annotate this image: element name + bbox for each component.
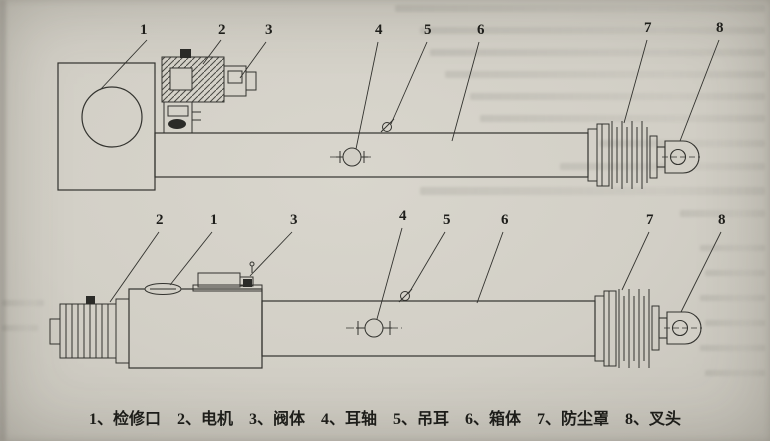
callout-top-5: 5 <box>424 22 432 38</box>
caption-item-6: 6、箱体 <box>465 411 522 428</box>
valve-body-top <box>223 65 257 97</box>
fork-head-bottom <box>658 311 702 345</box>
callout-top-3: 3 <box>265 22 273 38</box>
trunnion-bottom <box>346 318 402 338</box>
gland-nut-bottom <box>594 290 617 367</box>
callout-top-2: 2 <box>218 22 226 38</box>
callout-bottom-6: 6 <box>501 212 509 228</box>
motor-top <box>161 49 225 103</box>
callout-bottom-4: 4 <box>399 208 407 224</box>
caption-item-1: 1、检修口 <box>88 411 161 428</box>
callout-bottom-7: 7 <box>646 212 654 228</box>
cylinder-tube-top <box>154 132 589 178</box>
dust-cover-bellows-bottom <box>615 289 660 368</box>
caption-item-5: 5、吊耳 <box>393 411 450 428</box>
cylinder-tube-bottom <box>261 300 596 357</box>
callout-bottom-2: 2 <box>156 212 164 228</box>
callout-bottom-5: 5 <box>443 212 451 228</box>
trunnion-top <box>330 147 374 167</box>
inspection-port-top <box>81 86 143 148</box>
caption-item-8: 8、叉头 <box>625 411 682 428</box>
callout-bottom-8: 8 <box>718 212 726 228</box>
top-view <box>57 39 720 191</box>
figure-caption: 1、检修口 2、电机 3、阀体 4、耳轴 5、吊耳 6、箱体 7、防尘罩 8、叉头 <box>0 405 770 429</box>
caption-item-4: 4、耳轴 <box>320 411 377 428</box>
dust-cover-bellows-top <box>608 121 658 189</box>
callout-top-6: 6 <box>477 22 485 38</box>
valve-body-bottom <box>192 261 263 292</box>
callout-top-1: 1 <box>140 22 148 38</box>
caption-item-7: 7、防尘罩 <box>537 411 610 428</box>
connector-block-top <box>163 101 201 134</box>
fork-head-top <box>656 140 700 174</box>
leader-lines-top <box>99 39 720 150</box>
inspection-port-bottom <box>144 283 182 295</box>
callout-bottom-3: 3 <box>290 212 298 228</box>
bottom-view <box>49 227 722 369</box>
caption-item-2: 2、电机 <box>176 411 233 428</box>
callout-bottom-1: 1 <box>210 212 218 228</box>
gearbox-bottom <box>128 283 263 369</box>
leader-lines-bottom <box>109 227 722 320</box>
callout-top-4: 4 <box>375 22 383 38</box>
callout-top-8: 8 <box>716 20 724 36</box>
housing-box-top <box>57 62 156 191</box>
caption-item-3: 3、阀体 <box>248 411 305 428</box>
callout-top-7: 7 <box>644 20 652 36</box>
gland-nut-top <box>587 123 610 187</box>
motor-bottom <box>49 296 130 364</box>
